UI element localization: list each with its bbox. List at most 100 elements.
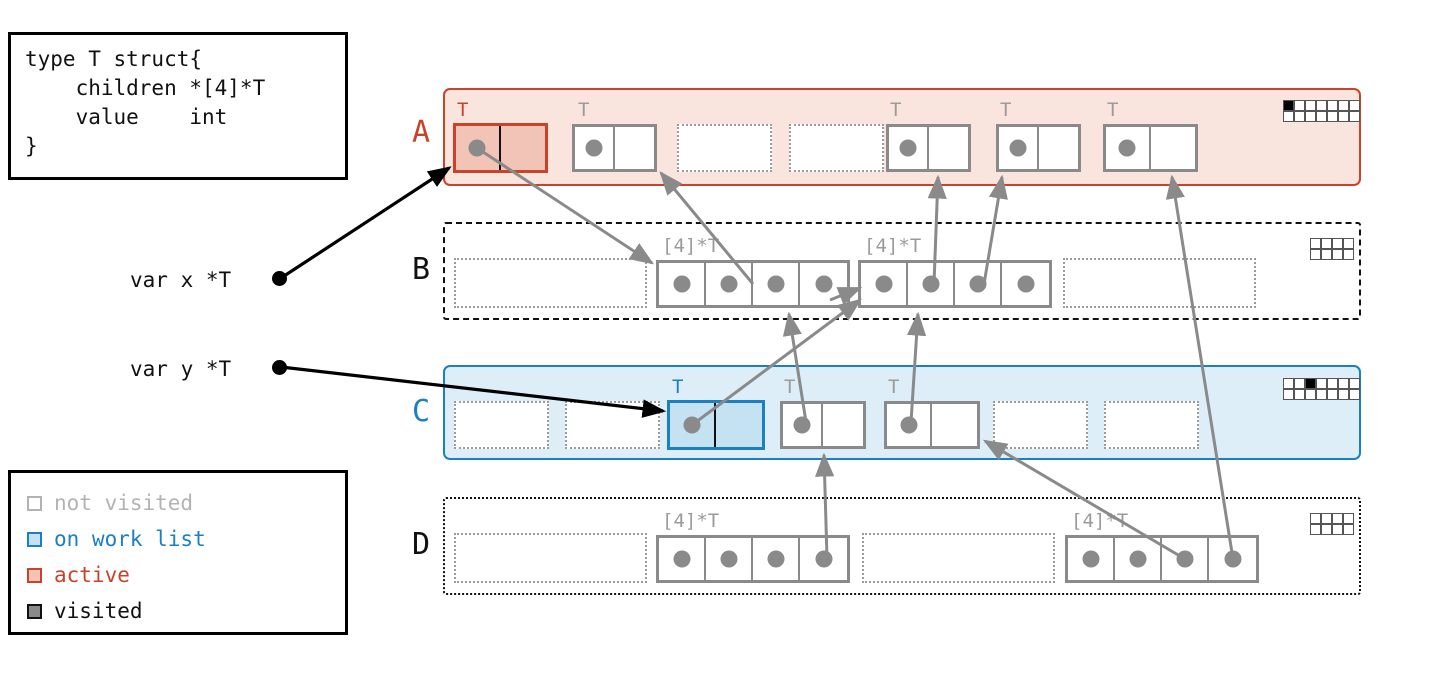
- bitmap-cell: [1332, 513, 1343, 524]
- bitmap-cell: [1294, 378, 1305, 389]
- array-cell[interactable]: [1002, 263, 1049, 305]
- array-slot-B2[interactable]: [858, 260, 1052, 308]
- pointer-dot-icon: [720, 550, 737, 568]
- bitmap-cell: [1343, 524, 1354, 535]
- array-cell[interactable]: [800, 538, 847, 580]
- empty-slot-C5: [993, 401, 1088, 449]
- array-cell[interactable]: [1068, 538, 1115, 580]
- legend-swatch-icon: [27, 495, 42, 511]
- bitmap-cell: [1316, 378, 1327, 389]
- array-cell[interactable]: [1162, 538, 1209, 580]
- var-x-pointer-dot: [272, 271, 287, 286]
- array-cell[interactable]: [706, 263, 753, 305]
- bitmap-cell: [1310, 524, 1321, 535]
- array-cell[interactable]: [659, 538, 706, 580]
- bitmap-cell: [1316, 111, 1327, 122]
- bitmap-cell: [1343, 238, 1354, 249]
- struct-definition-box: type T struct{ children *[4]*T value int…: [8, 32, 348, 180]
- object-slot-A0-active[interactable]: [453, 123, 548, 173]
- bitmap-indicator-D: [1310, 513, 1354, 535]
- bitmap-row: [1283, 389, 1360, 400]
- bitmap-cell: [1316, 100, 1327, 111]
- object-pointer-field: [575, 127, 615, 169]
- object-slot-A1[interactable]: [572, 124, 657, 172]
- legend-item-visited: visited: [27, 593, 329, 629]
- pointer-dot-icon: [683, 416, 701, 434]
- object-slot-C2-on-work-list[interactable]: [667, 400, 765, 450]
- legend-label: active: [54, 562, 130, 587]
- array-cell[interactable]: [800, 263, 847, 305]
- bitmap-cell: [1332, 524, 1343, 535]
- bitmap-cell: [1283, 100, 1294, 111]
- row-label-D: D: [412, 527, 431, 562]
- array-slot-B1[interactable]: [656, 260, 850, 308]
- array-type-label: [4]*T: [1071, 510, 1129, 532]
- pointer-dot-icon: [767, 275, 784, 293]
- bitmap-cell: [1327, 389, 1338, 400]
- bitmap-cell: [1349, 100, 1360, 111]
- object-slot-A4[interactable]: [886, 124, 971, 172]
- bitmap-cell: [1343, 249, 1354, 260]
- array-type-label: [4]*T: [662, 510, 720, 532]
- bitmap-cell: [1321, 524, 1332, 535]
- bitmap-cell: [1349, 378, 1360, 389]
- row-label-B: B: [412, 252, 431, 287]
- pointer-dot-icon: [922, 275, 939, 293]
- bitmap-cell: [1321, 249, 1332, 260]
- legend-item-not-visited: not visited: [27, 485, 329, 521]
- pointer-dot-icon: [720, 275, 737, 293]
- pointer-dot-icon: [1009, 139, 1027, 157]
- array-cell[interactable]: [1115, 538, 1162, 580]
- object-slot-C3[interactable]: [780, 401, 866, 449]
- pointer-dot-icon: [815, 550, 832, 568]
- type-label-T: T: [672, 376, 684, 398]
- bitmap-cell: [1294, 100, 1305, 111]
- type-label-T: T: [457, 99, 469, 121]
- legend-swatch-icon: [27, 603, 42, 619]
- object-pointer-field: [783, 404, 823, 446]
- array-cell[interactable]: [1209, 538, 1256, 580]
- empty-slot-D0: [454, 533, 647, 583]
- empty-slot-C0: [454, 401, 549, 449]
- bitmap-row: [1310, 238, 1354, 249]
- array-cell[interactable]: [861, 263, 908, 305]
- type-label-T: T: [1107, 99, 1119, 121]
- pointer-dot-icon: [1129, 550, 1146, 568]
- object-value-field: [929, 127, 969, 169]
- bitmap-row: [1283, 111, 1360, 122]
- pointer-dot-icon: [900, 416, 917, 434]
- pointer-dot-icon: [875, 275, 892, 293]
- object-slot-A5[interactable]: [996, 124, 1081, 172]
- array-slot-D1[interactable]: [656, 535, 850, 583]
- bitmap-row: [1283, 378, 1360, 389]
- bitmap-cell: [1283, 389, 1294, 400]
- bitmap-cell: [1283, 111, 1294, 122]
- bitmap-cell: [1338, 389, 1349, 400]
- pointer-dot-icon: [793, 416, 811, 434]
- array-slot-D3[interactable]: [1065, 535, 1259, 583]
- array-cell[interactable]: [955, 263, 1002, 305]
- array-cell[interactable]: [706, 538, 753, 580]
- bitmap-cell: [1305, 389, 1316, 400]
- array-cell[interactable]: [908, 263, 955, 305]
- pointer-dot-icon: [673, 275, 690, 293]
- pointer-dot-icon: [673, 550, 690, 568]
- bitmap-cell: [1294, 111, 1305, 122]
- bitmap-row: [1310, 513, 1354, 524]
- object-value-field: [1039, 127, 1079, 169]
- object-slot-C4[interactable]: [884, 401, 980, 449]
- object-pointer-field: [887, 404, 932, 446]
- type-label-T: T: [888, 376, 900, 398]
- array-cell[interactable]: [659, 263, 706, 305]
- array-type-label: [4]*T: [662, 235, 720, 257]
- array-cell[interactable]: [753, 263, 800, 305]
- object-value-field: [932, 404, 977, 446]
- pointer-dot-icon: [767, 550, 784, 568]
- object-slot-A6[interactable]: [1103, 124, 1198, 172]
- empty-slot-D2: [862, 533, 1055, 583]
- pointer-dot-icon: [468, 139, 486, 157]
- array-cell[interactable]: [753, 538, 800, 580]
- legend-box: not visited on work list active visited: [8, 470, 348, 635]
- bitmap-indicator-A: [1283, 100, 1360, 122]
- object-pointer-field: [456, 126, 501, 170]
